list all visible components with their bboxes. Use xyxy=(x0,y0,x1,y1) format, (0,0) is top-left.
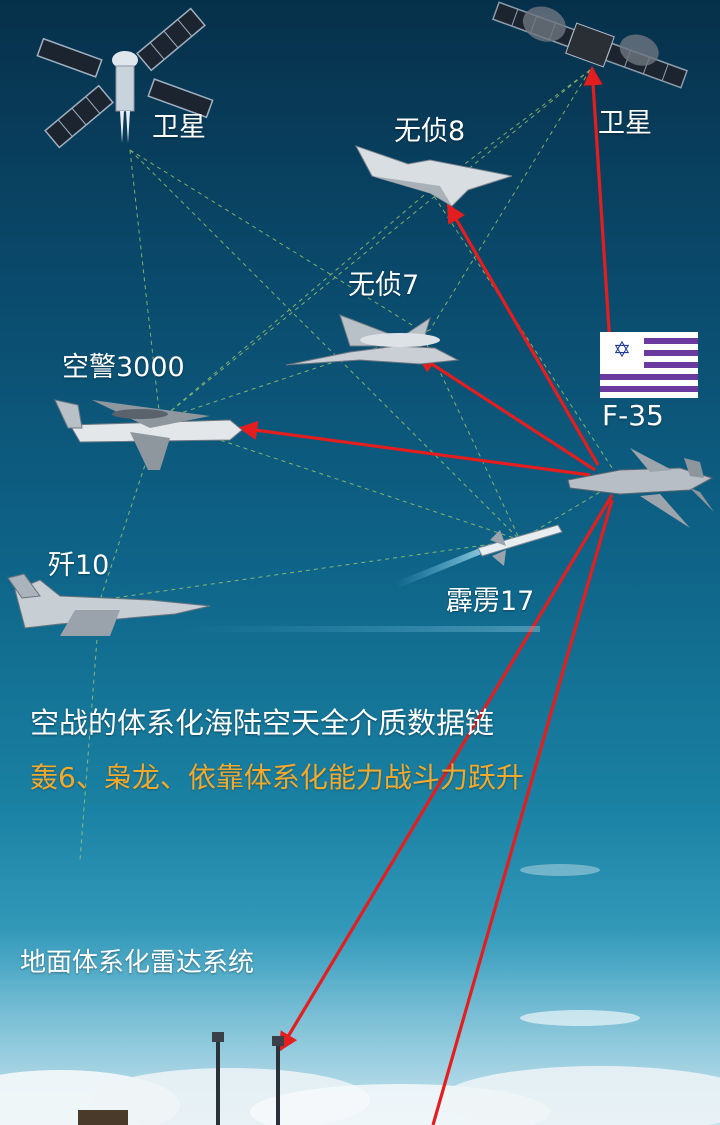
f35-aircraft xyxy=(567,448,714,528)
target-arrows xyxy=(238,66,614,1125)
label-ground-radar: 地面体系化雷达系统 xyxy=(20,948,255,978)
pl17-missile xyxy=(395,524,563,588)
label-satellite-right: 卫星 xyxy=(598,108,652,139)
ground-radars xyxy=(78,1032,284,1125)
star-of-david-icon: ✡ xyxy=(600,332,644,368)
label-f35: F-35 xyxy=(602,399,664,432)
label-pl17: 霹雳17 xyxy=(446,586,535,617)
satellite-left xyxy=(36,7,214,149)
headline-secondary: 轰6、枭龙、依靠体系化能力战斗力跃升 xyxy=(30,761,524,794)
label-j10: 歼10 xyxy=(48,550,110,581)
arrow-f35-to-ground xyxy=(431,499,614,1125)
j10-aircraft xyxy=(7,573,540,636)
cloud-layer xyxy=(0,864,720,1125)
arrow-f35-to-satellite xyxy=(583,66,612,346)
label-kj3000: 空警3000 xyxy=(62,352,185,383)
wz7-aircraft xyxy=(285,314,460,366)
label-wz7: 无侦7 xyxy=(348,270,420,301)
arrow-f35-to-radar xyxy=(278,494,614,1052)
flag-overlay: ✡ xyxy=(600,332,698,398)
kj3000-aircraft xyxy=(54,399,243,470)
label-wz8: 无侦8 xyxy=(394,116,466,147)
wz8-aircraft xyxy=(354,145,513,207)
satellite-right xyxy=(491,1,689,89)
datalink-network xyxy=(79,69,621,861)
label-satellite-left: 卫星 xyxy=(152,112,206,143)
headline-primary: 空战的体系化海陆空天全介质数据链 xyxy=(30,706,495,740)
arrow-f35-to-wz7 xyxy=(416,353,596,472)
arrow-f35-to-kj3000 xyxy=(238,420,591,477)
arrow-f35-to-wz8 xyxy=(446,203,600,466)
